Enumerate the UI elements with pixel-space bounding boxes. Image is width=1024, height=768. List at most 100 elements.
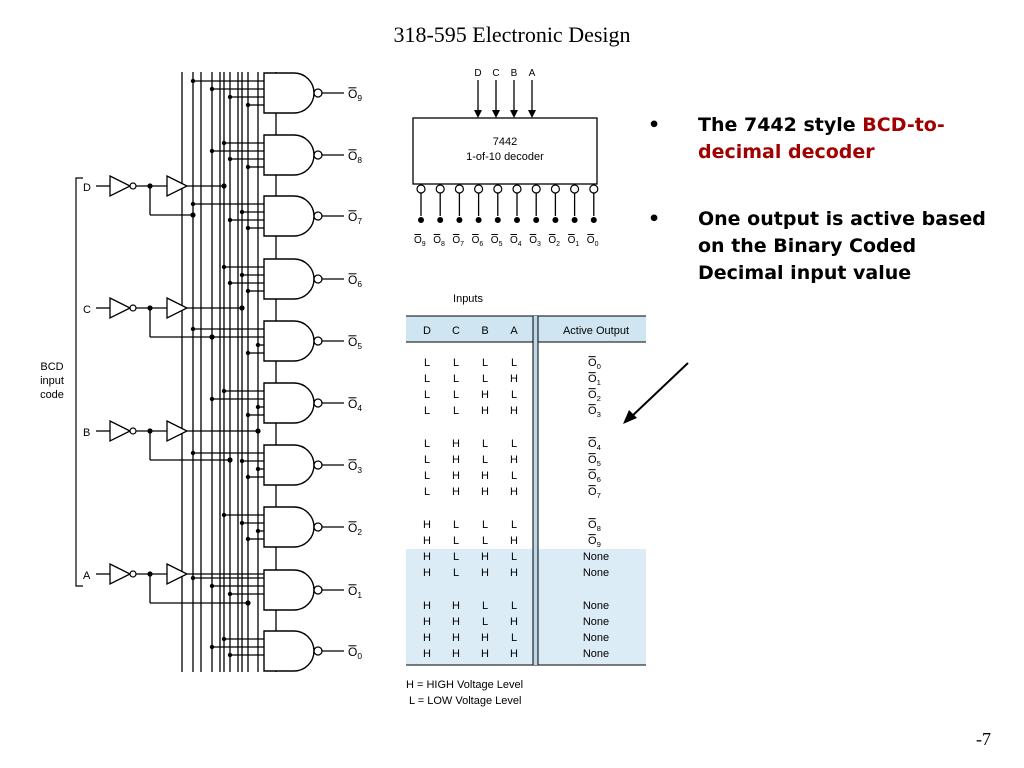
- table-cell-output: None: [583, 632, 609, 644]
- table-cell: L: [482, 438, 488, 450]
- junction-dot: [227, 217, 233, 223]
- table-cell: L: [453, 519, 459, 531]
- table-cell: L: [511, 357, 517, 369]
- table-cell: H: [481, 405, 489, 417]
- bcd-input-label: input: [40, 375, 64, 387]
- junction-dot: [221, 636, 227, 642]
- junction-dot: [221, 264, 227, 270]
- bcd-input-label: BCD: [40, 361, 63, 373]
- table-cell: H: [452, 438, 460, 450]
- inverter-gate: [109, 419, 132, 443]
- inverter-bubble: [129, 570, 137, 578]
- nand-gate: [263, 630, 315, 672]
- output-label-7: O7: [348, 210, 362, 226]
- table-cell: H: [481, 567, 489, 579]
- junction-dot: [190, 212, 196, 218]
- output-label-8: O8: [348, 149, 362, 165]
- junction-dot: [255, 528, 261, 534]
- table-cell: L: [453, 389, 459, 401]
- chip-part-label: 7442: [493, 136, 517, 148]
- table-cell: L: [453, 567, 459, 579]
- table-cell: L: [453, 357, 459, 369]
- table-cell-output: O7: [588, 486, 601, 500]
- table-cell: H: [510, 405, 518, 417]
- table-cell: L: [511, 519, 517, 531]
- junction-dot: [227, 156, 233, 162]
- inverter-bubble: [129, 427, 137, 435]
- buffer-gate: [166, 562, 189, 586]
- table-cell: H: [481, 632, 489, 644]
- table-cell-output: O3: [588, 405, 601, 419]
- junction-dot: [245, 474, 251, 480]
- table-cell: L: [424, 470, 430, 482]
- inverter-gate: [109, 562, 132, 586]
- table-cell: L: [511, 600, 517, 612]
- table-header-cell: B: [481, 325, 488, 337]
- table-cell: H: [452, 616, 460, 628]
- nand-bubble: [313, 398, 323, 408]
- nand-bubble: [313, 522, 323, 532]
- table-cell: H: [481, 648, 489, 660]
- table-cell: H: [481, 470, 489, 482]
- input-label-D: D: [83, 182, 91, 194]
- table-cell: H: [481, 389, 489, 401]
- table-cell: H: [423, 535, 431, 547]
- chip-output-bubble: [435, 184, 445, 194]
- nand-bubble: [313, 585, 323, 595]
- table-cell: H: [423, 551, 431, 563]
- buffer-gate: [166, 419, 189, 443]
- nand-gate: [263, 506, 315, 548]
- pointer-arrow: [629, 362, 689, 419]
- inverter-gate: [109, 174, 132, 198]
- chip-output-pin: [590, 217, 597, 223]
- table-cell: L: [424, 486, 430, 498]
- table-cell-output: O0: [588, 357, 601, 371]
- chip-output-bubble: [589, 184, 599, 194]
- junction-dot: [239, 458, 245, 464]
- junction-dot: [227, 457, 233, 463]
- junction-dot: [239, 272, 245, 278]
- junction-dot: [245, 600, 251, 606]
- pointer-arrow-head: [623, 410, 637, 424]
- table-cell: L: [511, 551, 517, 563]
- inverter-bubble: [129, 182, 137, 190]
- nand-bubble: [313, 460, 323, 470]
- table-cell: H: [423, 616, 431, 628]
- bullet-1-highlight: BCD-to-decimal decoder: [698, 114, 945, 163]
- junction-dot: [245, 102, 251, 108]
- chip-output-label-0: O0: [587, 235, 599, 248]
- junction-dot: [227, 94, 233, 100]
- chip-output-bubble: [550, 184, 561, 194]
- arrow-head: [474, 110, 482, 118]
- junction-dot: [190, 78, 196, 84]
- nand-bubble: [313, 274, 323, 284]
- bullet-1-text: The 7442 style: [698, 114, 863, 136]
- table-header-cell: C: [452, 325, 460, 337]
- invalid-rows-bg: [406, 549, 646, 665]
- chip-output-bubble: [454, 184, 464, 194]
- chip-output-bubble: [569, 184, 580, 194]
- chip-body: [412, 117, 598, 185]
- junction-dot: [227, 652, 233, 658]
- table-cell: H: [423, 567, 431, 579]
- chip-output-label-2: O2: [548, 235, 560, 248]
- table-cell: L: [511, 438, 517, 450]
- table-header-cell: D: [423, 325, 431, 337]
- junction-dot: [209, 148, 215, 154]
- table-cell-output: O8: [588, 519, 601, 533]
- table-cell: H: [481, 551, 489, 563]
- nand-gate: [263, 382, 315, 424]
- table-cell: H: [510, 373, 518, 385]
- junction-dot: [255, 466, 261, 472]
- chip-output-bubble: [493, 184, 503, 194]
- table-cell: L: [511, 632, 517, 644]
- junction-dot: [221, 140, 227, 146]
- table-cell: H: [452, 454, 460, 466]
- table-cell-output: None: [583, 600, 609, 612]
- table-cell: L: [482, 535, 488, 547]
- table-cell: L: [453, 373, 459, 385]
- bullet-dot: •: [648, 208, 661, 230]
- chip-output-pin: [552, 217, 559, 223]
- table-cell: L: [482, 357, 488, 369]
- table-cell: L: [482, 616, 488, 628]
